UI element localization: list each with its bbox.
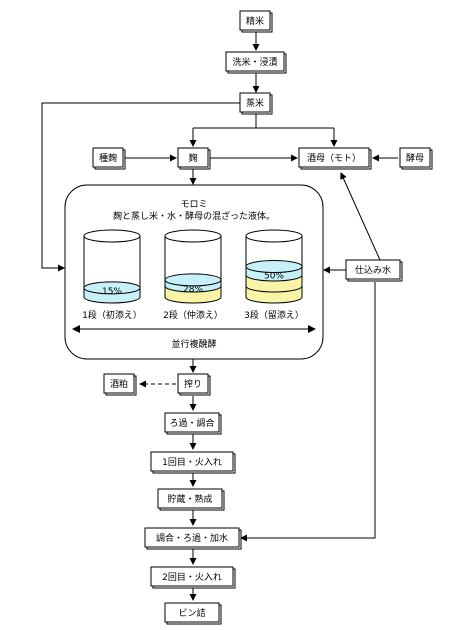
stage-label: 3段（留添え） [244,309,304,321]
node-mushimai: 蒸米 [239,92,273,115]
node-chogo-roka-kasui: 調合・ろ過・加水 [144,527,242,550]
node-shubo: 酒母（モト） [298,147,372,170]
stage-percent: 50% [264,272,284,282]
node-koji: 麹 [177,147,211,170]
node-label: 1回目・火入れ [162,457,222,468]
node-label: 酒粕 [110,378,128,390]
node-label: 精米 [246,15,264,27]
node-shikomimizu: 仕込み水 [345,259,403,282]
moromi-description: 麹と蒸し米・水・酵母の混ざった液体。 [113,210,275,222]
node-label: ろ過・調合 [169,417,214,429]
node-label: ビン詰 [178,607,205,619]
moromi-stages: 15% 1段（初添え） 28% 2段（仲添え） 50% 3段（留添え） [82,229,304,321]
node-tanekoji: 種麹 [92,147,126,170]
node-roka-chogo: ろ過・調合 [164,412,222,435]
node-label: 洗米・浸漬 [232,56,277,68]
stage-percent: 28% [183,285,203,295]
node-seimai: 精米 [239,10,273,33]
node-senmai-shinseki: 洗米・浸漬 [225,51,287,74]
node-label: 種麹 [99,152,117,164]
stage-label: 2段（仲添え） [163,309,223,321]
node-label: 調合・ろ過・加水 [156,532,228,544]
flow-arrows [41,30,398,601]
node-chozo-jukusei: 貯蔵・熟成 [157,488,225,511]
moromi-stage-3: 50% 3段（留添え） [244,229,304,321]
moromi-stage-2: 28% 2段（仲添え） [163,229,223,321]
node-hiire-1: 1回目・火入れ [150,451,236,474]
node-label: 麹 [188,152,197,164]
moromi-process-label: 並行複醗酵 [171,338,216,350]
node-kobo: 酵母 [399,147,433,170]
node-label: 貯蔵・熟成 [167,493,212,505]
node-binzume: ビン詰 [164,602,222,625]
node-label: 酒母（モト） [307,153,361,164]
node-shibori: 搾り [177,373,211,396]
node-label: 仕込み水 [355,264,391,276]
node-label: 2回目・火入れ [162,572,222,583]
moromi-stage-1: 15% 1段（初添え） [82,229,142,321]
node-label: 搾り [184,378,202,390]
node-sakekasu: 酒粕 [103,373,137,396]
stage-percent: 15% [102,287,122,297]
node-label: 蒸米 [246,97,264,109]
stage-label: 1段（初添え） [82,309,142,321]
node-hiire-2: 2回目・火入れ [150,566,236,589]
moromi-title: モロミ [180,200,207,210]
node-label: 酵母 [406,153,424,164]
moromi-panel: モロミ 麹と蒸し米・水・酵母の混ざった液体。 15% 1段（初添え） 28% 2段（仲… [64,184,324,360]
